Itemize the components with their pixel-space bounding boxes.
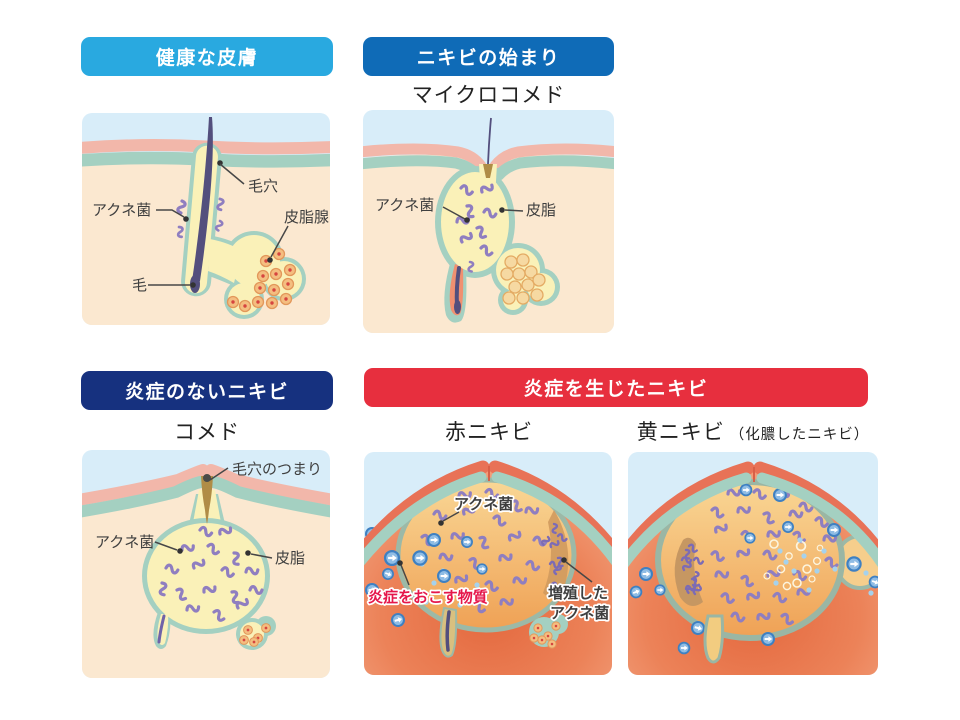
label-bacteria-group: アクネ菌 [438,493,515,526]
label-grown-bacteria-line2: アクネ菌 [550,604,609,622]
illustration-comedo: 毛穴のつまり アクネ菌 皮脂 [82,450,330,678]
epidermis-left [628,472,752,572]
skin-surface-left [82,464,209,506]
subtitle-yellow-acne-note: （化膿したニキビ） [729,427,870,443]
pore-plug [201,474,213,524]
label-grown-bacteria-line1: 増殖した [548,584,608,602]
label-acne-bacteria: アクネ菌 [454,495,513,513]
label-clogged-pore: 毛穴のつまり [232,461,322,478]
sebaceous-gland-cells [529,614,568,649]
label-sebum: 皮脂 [275,550,305,567]
epidermis-right [493,155,614,181]
label-substance-group: 炎症をおこす物質 [366,560,489,608]
label-acne-bacteria: アクネ菌 [92,202,151,219]
header-healthy-skin: 健康な皮膚 [81,37,333,76]
label-bacteria-group: アクネ菌 [95,534,183,554]
illustration-yellow-acne [628,452,878,675]
subtitle-microcomedo: マイクロコメド [411,84,566,107]
skin-surface-right [205,464,330,506]
header-acne-start: ニキビの始まり [363,37,614,76]
subtitle-red-acne: 赤ニキビ [445,421,533,444]
label-sebaceous-gland: 皮脂腺 [284,209,329,226]
illustration-microcomedo: アクネ菌 皮脂 [363,110,614,333]
inflamed-surface-left [364,460,490,563]
label-hair-group: 毛 [132,277,196,294]
label-grown-bacteria-group: 増殖した アクネ菌 [546,557,611,624]
label-sebum-group: 皮脂 [245,550,305,567]
subtitle-comedo: コメド [174,421,240,444]
header-noninflamed-acne: 炎症のないニキビ [81,371,333,410]
hair-shaft [454,117,492,314]
label-clog-group: 毛穴のつまり [209,461,322,481]
epidermis-left [82,476,207,518]
label-pore: 毛穴 [248,178,278,195]
label-hair: 毛 [132,277,147,294]
label-bacteria-group: アクネ菌 [375,197,470,223]
label-inflammation-substance: 炎症をおこす物質 [368,588,488,606]
subtitle-yellow-acne-main: 黄ニキビ [636,421,725,444]
skin-surface-left [363,143,487,172]
hair-remnant [157,614,166,644]
epidermis-left [364,471,487,570]
subtitle-yellow-acne: 黄ニキビ （化膿したニキビ） [620,416,886,446]
illustration-red-acne: アクネ菌 炎症をおこす物質 増殖した アクネ菌 [364,452,612,675]
epidermis-right [756,472,878,572]
hair-root-drip [439,606,458,658]
label-acne-bacteria: アクネ菌 [375,197,434,214]
illustration-healthy-skin: 毛穴 アクネ菌 皮脂腺 毛 [82,113,330,325]
pore-plug [483,164,493,178]
sebum-drip [703,614,725,664]
label-bacteria-group: アクネ菌 [92,202,189,222]
header-inflamed-acne: 炎症を生じたニキビ [364,368,868,407]
label-gland-group: 皮脂腺 [267,209,329,263]
skin-surface-right [489,143,614,172]
label-sebum-group: 皮脂 [499,202,556,219]
epidermis-right [207,476,330,518]
label-sebum: 皮脂 [526,202,556,219]
epidermis-right [491,471,612,570]
label-acne-bacteria: アクネ菌 [95,534,154,551]
label-pore-group: 毛穴 [217,160,278,195]
